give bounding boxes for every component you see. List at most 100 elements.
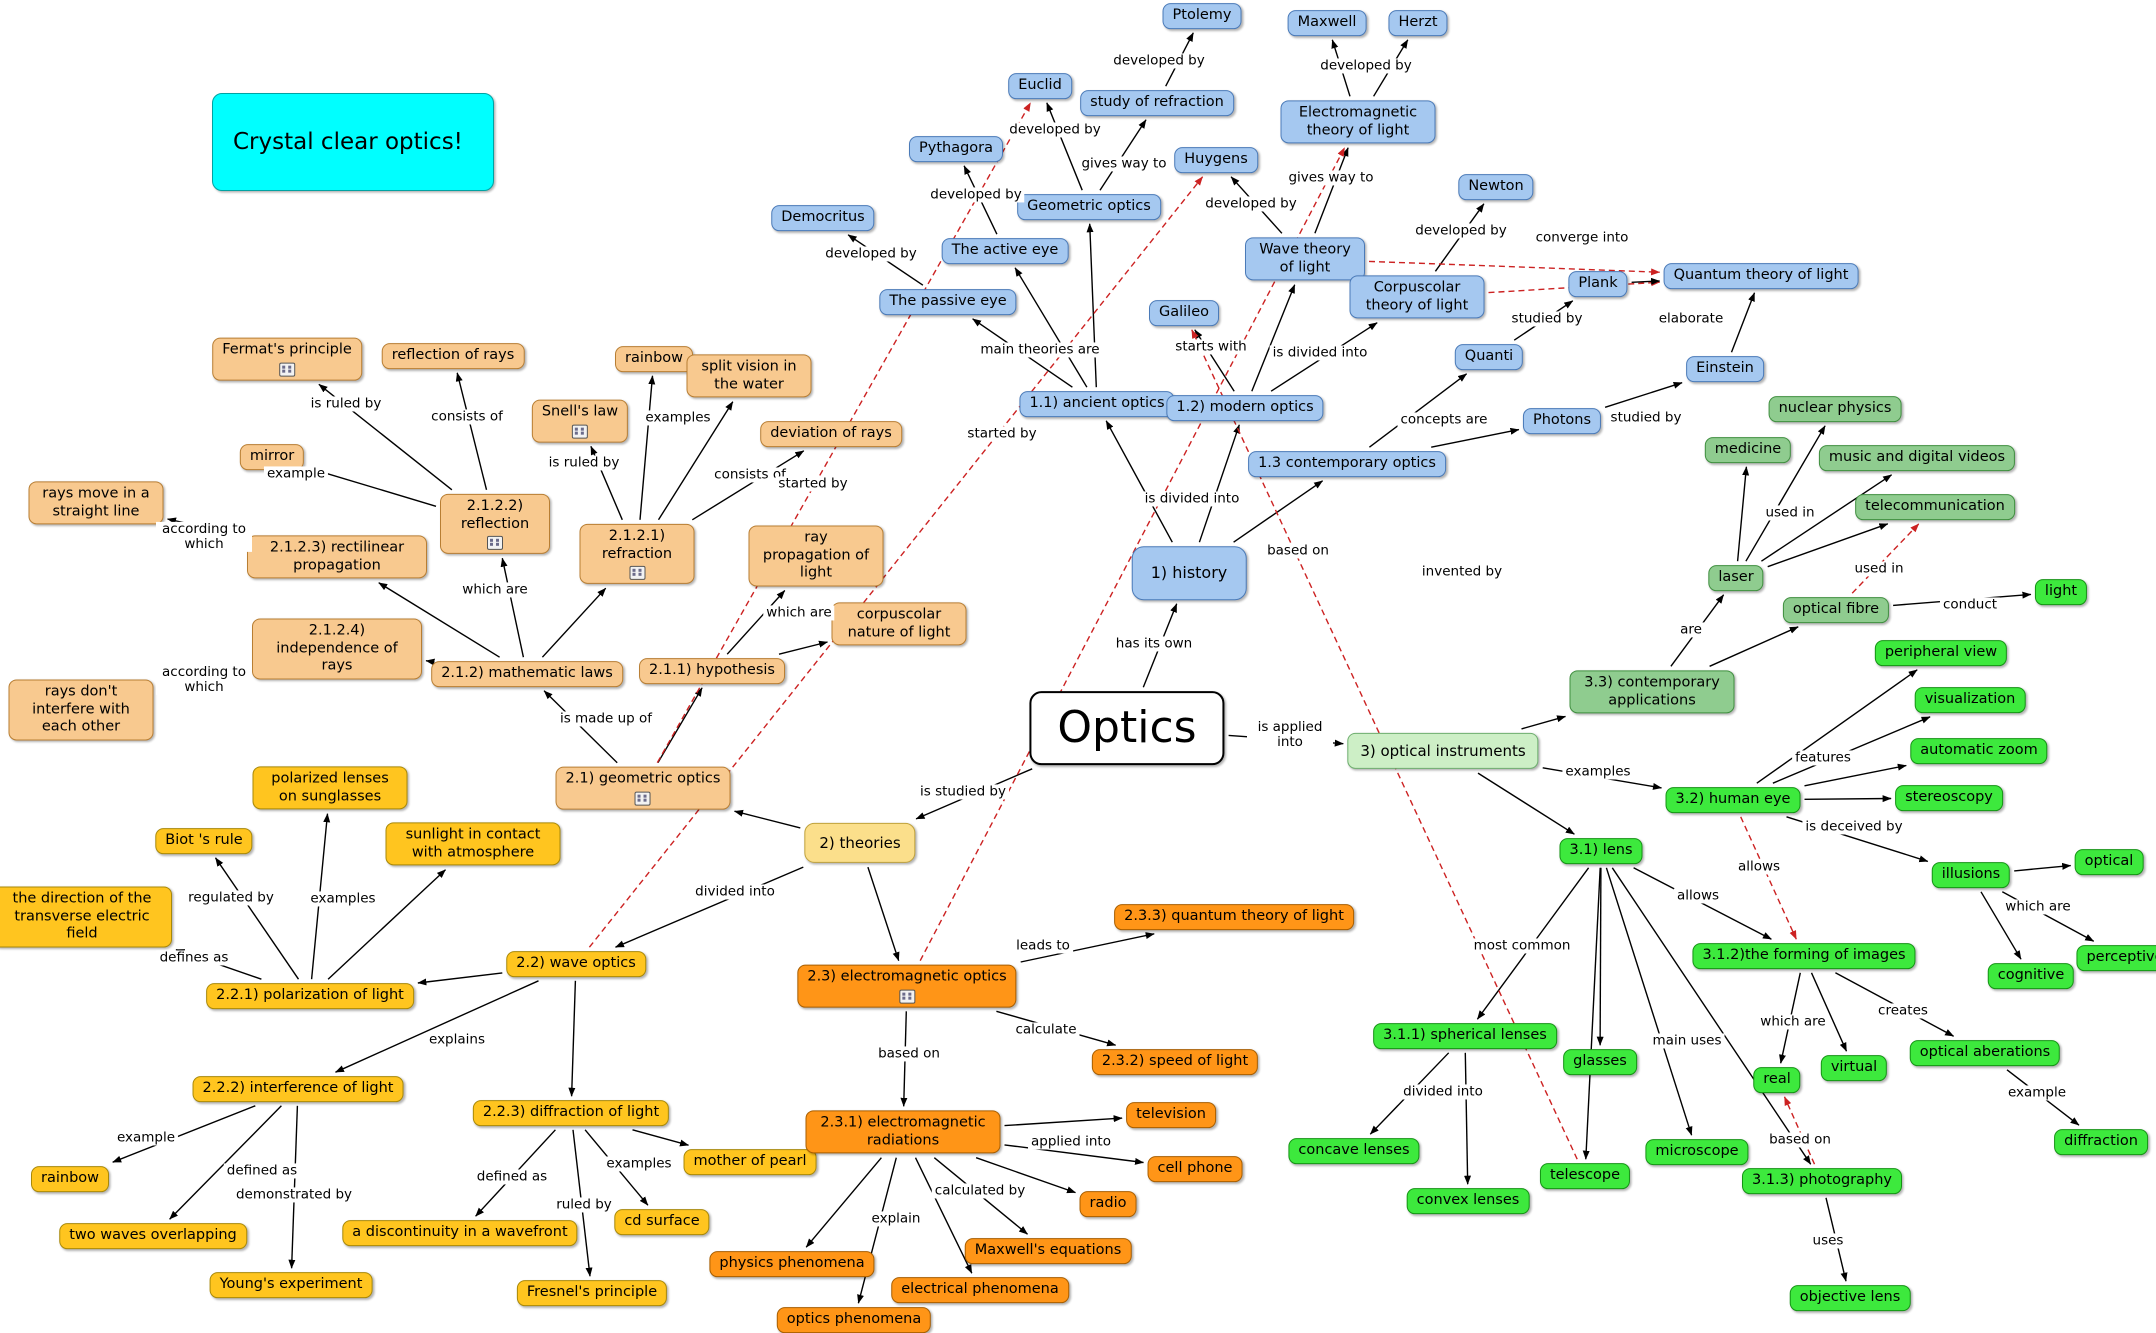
node-quantum_light[interactable]: 2.3.3) quantum theory of light (1114, 904, 1354, 930)
node-em_radiations[interactable]: 2.3.1) electromagnetic radiations (806, 1110, 1001, 1153)
node-optical_aberations[interactable]: optical aberations (1910, 1040, 2060, 1066)
node-diffraction_light[interactable]: 2.2.3) diffraction of light (473, 1100, 669, 1126)
resource-icon[interactable] (635, 791, 651, 805)
node-optics_phenomena[interactable]: optics phenomena (777, 1307, 931, 1333)
node-quantum_theory[interactable]: Quantum theory of light (1664, 263, 1859, 289)
node-cd_surface[interactable]: cd surface (614, 1209, 709, 1235)
node-geo_optics_hist[interactable]: Geometric optics (1017, 194, 1161, 220)
node-lens[interactable]: 3.1) lens (1559, 838, 1642, 864)
node-em_optics[interactable]: 2.3) electromagnetic optics (797, 965, 1016, 1008)
node-discontinuity[interactable]: a discontinuity in a wavefront (342, 1220, 577, 1246)
node-reflection[interactable]: 2.1.2.2) reflection (440, 494, 550, 554)
node-illusions[interactable]: illusions (1932, 862, 2010, 888)
node-optical[interactable]: optical (2075, 849, 2144, 875)
node-cognitive[interactable]: cognitive (1988, 963, 2074, 989)
node-human_eye[interactable]: 3.2) human eye (1666, 787, 1801, 813)
node-split_vision[interactable]: split vision in the water (687, 354, 812, 397)
node-quanti[interactable]: Quanti (1455, 344, 1523, 370)
node-perceptive[interactable]: perceptive (2076, 945, 2156, 971)
node-study_refraction[interactable]: study of refraction (1080, 90, 1234, 116)
node-modern[interactable]: 1.2) modern optics (1166, 395, 1323, 421)
node-independence[interactable]: 2.1.2.4) independence of rays (252, 618, 422, 679)
node-rays_dont_interfere[interactable]: rays don't interfere with each other (9, 679, 154, 740)
node-diffraction_node[interactable]: diffraction (2054, 1129, 2148, 1155)
node-physics_phenomena[interactable]: physics phenomena (709, 1251, 874, 1277)
node-optics[interactable]: Optics (1029, 691, 1224, 765)
node-convex_lenses[interactable]: convex lenses (1407, 1188, 1530, 1214)
node-sunlight[interactable]: sunlight in contact with atmosphere (386, 822, 561, 865)
node-nuclear_physics[interactable]: nuclear physics (1769, 396, 1902, 422)
node-youngs[interactable]: Young's experiment (210, 1272, 373, 1298)
node-refraction[interactable]: 2.1.2.1) refraction (580, 524, 695, 584)
node-snells_law[interactable]: Snell's law (532, 400, 628, 443)
node-maxwells_eq[interactable]: Maxwell's equations (965, 1238, 1132, 1264)
resource-icon[interactable] (279, 362, 295, 376)
node-wave_theory[interactable]: Wave theory of light (1245, 237, 1365, 280)
node-rectilinear[interactable]: 2.1.2.3) rectilinear propagation (247, 535, 427, 578)
node-ancient[interactable]: 1.1) ancient optics (1019, 391, 1174, 417)
node-em_theory[interactable]: Electromagnetic theory of light (1281, 100, 1436, 143)
node-reflection_rays[interactable]: reflection of rays (382, 343, 525, 369)
node-rainbow_yellow[interactable]: rainbow (31, 1166, 109, 1192)
node-newton[interactable]: Newton (1458, 174, 1533, 200)
node-ptolemy[interactable]: Ptolemy (1163, 3, 1242, 29)
node-pythagora[interactable]: Pythagora (909, 136, 1003, 162)
node-music_videos[interactable]: music and digital videos (1819, 445, 2015, 471)
node-virtual[interactable]: virtual (1821, 1055, 1887, 1081)
node-television[interactable]: television (1126, 1102, 1216, 1128)
node-wave_optics[interactable]: 2.2) wave optics (506, 951, 646, 977)
node-fermats[interactable]: Fermat's principle (212, 338, 362, 381)
resource-icon[interactable] (487, 536, 503, 550)
node-euclid[interactable]: Euclid (1008, 73, 1072, 99)
node-biot[interactable]: Biot 's rule (155, 828, 252, 854)
node-active_eye[interactable]: The active eye (942, 238, 1069, 264)
node-real[interactable]: real (1753, 1067, 1800, 1093)
node-democritus[interactable]: Democritus (771, 205, 874, 231)
node-cell_phone[interactable]: cell phone (1148, 1156, 1243, 1182)
node-mother_pearl[interactable]: mother of pearl (684, 1149, 817, 1175)
node-optical_fibre[interactable]: optical fibre (1783, 597, 1889, 623)
node-peripheral_view[interactable]: peripheral view (1875, 640, 2007, 666)
node-light[interactable]: light (2035, 579, 2087, 605)
node-optical_instruments[interactable]: 3) optical instruments (1347, 733, 1538, 769)
node-speed_light[interactable]: 2.3.2) speed of light (1092, 1049, 1258, 1075)
node-corpuscolar_theory[interactable]: Corpuscolar theory of light (1350, 275, 1485, 318)
node-telescope[interactable]: telescope (1540, 1163, 1630, 1189)
node-ray_propagation[interactable]: ray propagation of light (749, 525, 884, 586)
resource-icon[interactable] (899, 989, 915, 1003)
node-electrical_phenomena[interactable]: electrical phenomena (891, 1277, 1069, 1303)
resource-icon[interactable] (572, 424, 588, 438)
node-deviation_rays[interactable]: deviation of rays (760, 421, 902, 447)
node-glasses[interactable]: glasses (1563, 1049, 1637, 1075)
node-crystal[interactable]: Crystal clear optics! (212, 93, 494, 191)
node-geo_optics[interactable]: 2.1) geometric optics (556, 767, 731, 810)
node-microscope[interactable]: microscope (1645, 1139, 1748, 1165)
node-objective_lens[interactable]: objective lens (1790, 1285, 1911, 1311)
node-passive_eye[interactable]: The passive eye (879, 289, 1016, 315)
node-plank[interactable]: Plank (1568, 271, 1627, 297)
node-photons[interactable]: Photons (1523, 408, 1601, 434)
node-telecom[interactable]: telecommunication (1855, 494, 2015, 520)
node-stereoscopy[interactable]: stereoscopy (1895, 785, 2003, 811)
node-rainbow_tan[interactable]: rainbow (615, 346, 693, 372)
node-huygens[interactable]: Huygens (1174, 147, 1258, 173)
node-hypothesis[interactable]: 2.1.1) hypothesis (639, 658, 785, 684)
node-interference[interactable]: 2.2.2) interference of light (193, 1076, 404, 1102)
node-rays_straight[interactable]: rays move in a straight line (29, 481, 164, 524)
resource-icon[interactable] (629, 566, 645, 580)
node-medicine[interactable]: medicine (1705, 437, 1791, 463)
node-corpuscolar_nature[interactable]: corpuscolar nature of light (832, 602, 967, 645)
node-history[interactable]: 1) history (1132, 546, 1247, 600)
node-contemp_apps[interactable]: 3.3) contemporary applications (1570, 670, 1735, 713)
node-einstein[interactable]: Einstein (1686, 356, 1764, 382)
node-contemporary[interactable]: 1.3 contemporary optics (1248, 451, 1446, 477)
node-photography[interactable]: 3.1.3) photography (1742, 1168, 1902, 1194)
node-radio[interactable]: radio (1080, 1191, 1137, 1217)
node-laser[interactable]: laser (1708, 565, 1763, 591)
node-fresnels[interactable]: Fresnel's principle (517, 1280, 667, 1306)
node-math_laws[interactable]: 2.1.2) mathematic laws (431, 661, 623, 687)
node-visualization[interactable]: visualization (1915, 687, 2026, 713)
node-herzt[interactable]: Herzt (1388, 10, 1447, 36)
node-maxwell[interactable]: Maxwell (1288, 10, 1367, 36)
node-polarized_lenses[interactable]: polarized lenses on sunglasses (253, 766, 408, 809)
